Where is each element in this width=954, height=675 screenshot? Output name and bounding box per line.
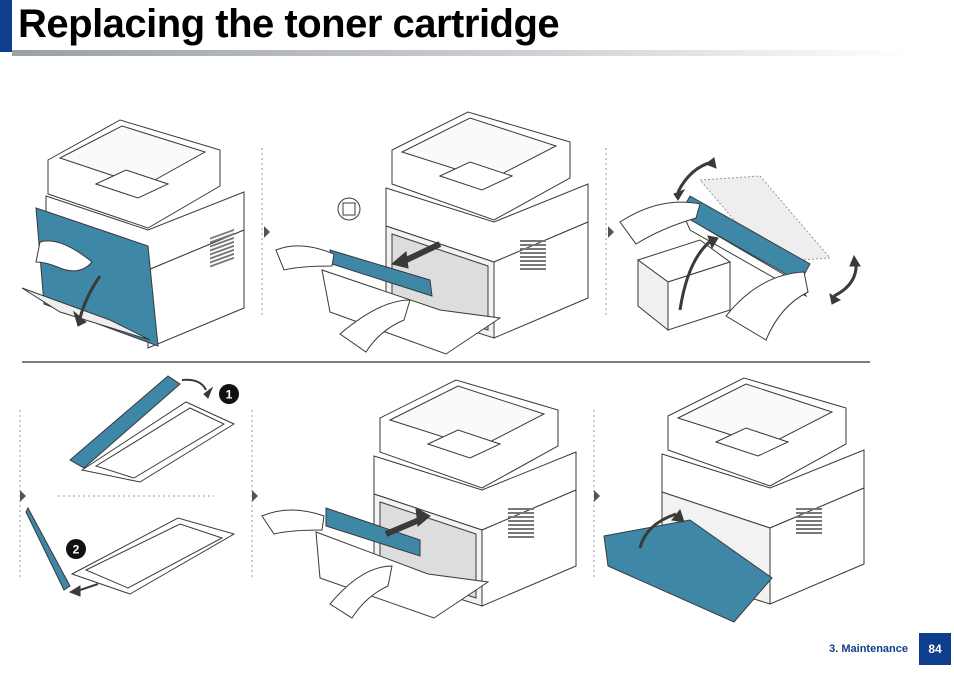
remove-protective-cover: [26, 376, 234, 596]
printer-cartridge-insert: [262, 380, 576, 618]
step-badge-1: 1: [219, 384, 239, 404]
step-arrow-icon: [608, 226, 614, 238]
page-number: 84: [928, 642, 941, 656]
step-badge-2-label: 2: [73, 543, 80, 557]
printer-front-cover-open: [22, 120, 244, 348]
cartridge-unpack-shake: [620, 158, 860, 340]
step-arrow-icon: [20, 490, 26, 502]
printer-cartridge-pull-out: [276, 112, 588, 354]
step-arrow-icon: [594, 490, 600, 502]
step-badge-2: 2: [66, 539, 86, 559]
printer-front-cover-close: [604, 378, 864, 622]
step-badge-1-label: 1: [226, 388, 233, 402]
section-label: 3. Maintenance: [829, 643, 908, 655]
page-number-badge: 84: [919, 633, 951, 665]
step-arrow-icon: [252, 490, 258, 502]
step-arrow-icon: [264, 226, 270, 238]
